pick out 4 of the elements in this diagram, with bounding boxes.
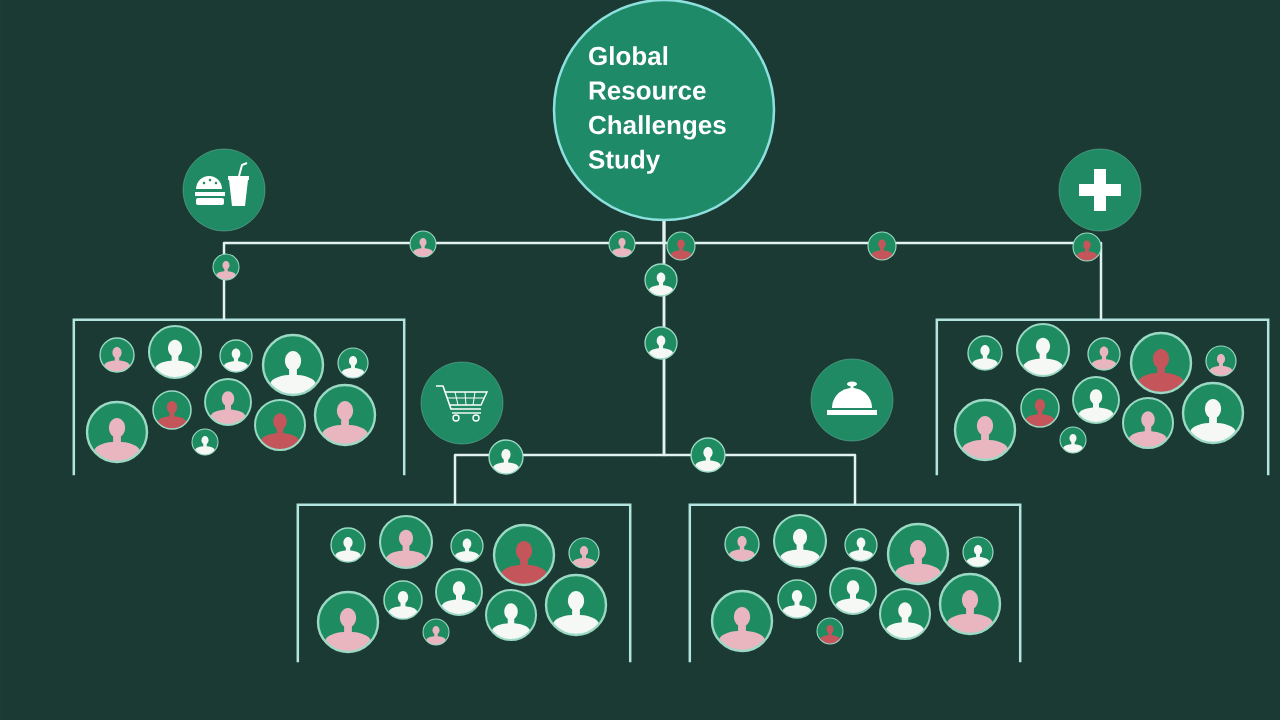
panel-frame [72, 318, 406, 476]
panel-frame [935, 318, 1270, 476]
panel-frame [688, 503, 1022, 663]
panel-frame [296, 503, 632, 663]
